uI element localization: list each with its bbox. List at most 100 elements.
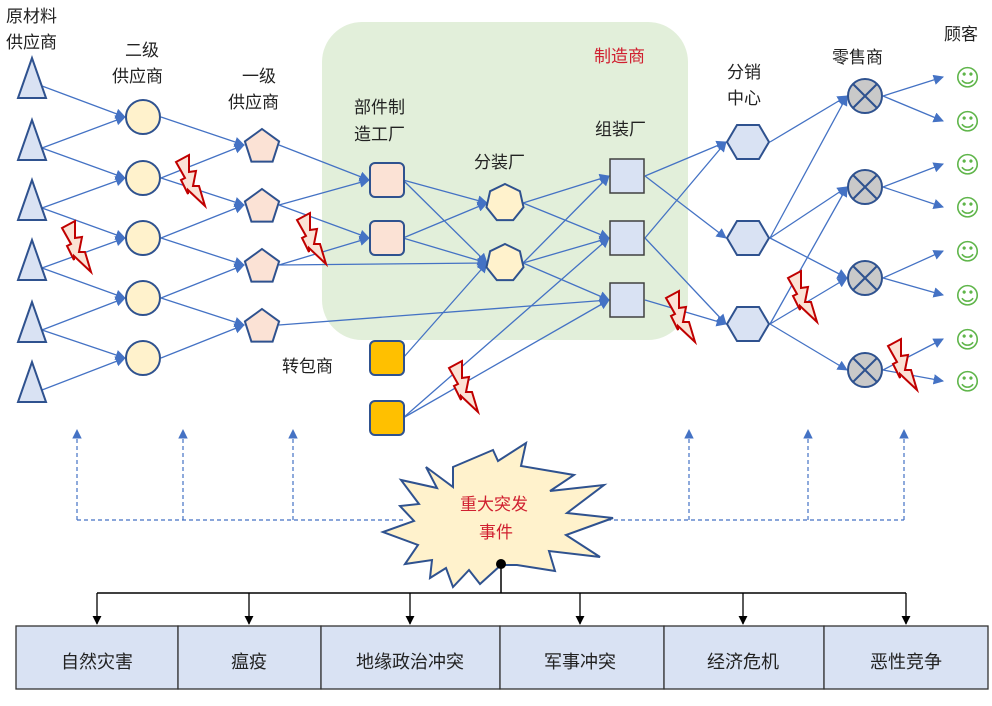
flow-edge [41,85,126,119]
subcontractor-node [369,340,405,376]
category-arrows [92,593,911,625]
flow-edge [522,173,610,204]
tier1-supplier-node [243,247,281,283]
flow-edge [882,74,944,97]
smiley-icon: ☺ [955,194,980,222]
label-subcontractor: 转包商 [282,357,333,377]
flow-edge [522,235,610,264]
raw-material-supplier-node [16,236,48,281]
event-starburst [380,440,614,589]
flow-edge [644,141,727,239]
distribution-center-node [725,124,771,160]
category-geopolitical-conflict: 地缘政治冲突 [356,652,464,673]
category-bar [15,625,989,690]
smiley-icon: ☺ [955,64,980,92]
flow-edge [769,237,848,279]
lightning-icon [295,211,329,268]
smiley-icon: ☺ [955,282,980,310]
flow-edge [278,204,370,240]
flow-edge [769,95,848,239]
smiley-icon: ☺ [955,151,980,179]
assembly-plant-node [609,282,645,318]
label-manufacturer: 制造商 [594,47,645,67]
label-assembly: 组装厂 [595,120,646,140]
disruptions [60,153,920,416]
flow-edge [644,237,727,325]
lightning-icon [447,359,481,416]
tier1-supplier-node [243,127,281,163]
flow-edge [522,175,610,264]
circled-x-icon [852,357,878,383]
label-raw-material-line1: 原材料 [6,7,57,27]
category-economic-crisis: 经济危机 [707,652,779,673]
flow-edge [769,95,848,143]
flow-edge [41,115,126,149]
flow-edge [278,144,370,182]
lightning-icon [664,289,698,346]
label-retailer: 零售商 [832,48,883,68]
lightning-icon [786,269,820,326]
flow-edge [402,237,488,266]
tier2-supplier-node [125,160,161,196]
flow-edge [41,296,126,331]
flow-edge [769,186,848,325]
flow-edge [882,162,944,188]
label-tier2-line1: 二级 [125,41,159,61]
category-box [15,625,179,690]
lightning-icon [60,219,94,276]
flow-edge [160,116,245,147]
flow-edge [402,262,488,359]
raw-material-supplier-node [16,116,48,161]
category-box [320,625,501,690]
raw-material-supplier-node [16,54,48,99]
category-box [823,625,989,690]
smiley-icon: ☺ [955,368,980,396]
flow-edge [41,267,126,300]
flow-edge [882,186,944,209]
flow-edge [402,179,489,206]
flow-edge [41,176,126,209]
label-raw-material-line2: 供应商 [6,33,57,53]
flow-edge [160,177,245,208]
assembly-plant-node [609,158,645,194]
assembly-plant-node [609,220,645,256]
label-component-line2: 造工厂 [354,125,405,145]
flow-edge [402,179,488,264]
flow-edge [522,202,610,240]
flow-edge [769,323,848,371]
category-military-conflict: 军事冲突 [544,652,616,673]
flow-edge [160,297,245,328]
impact-arrows [72,429,909,521]
flow-edge [278,235,370,266]
flow-edge [402,237,610,419]
flow-edge [41,147,126,180]
label-tier1-line1: 一级 [242,67,276,87]
flow-edge [160,203,245,239]
flow-edge [402,299,610,419]
label-dc-line1: 分销 [727,63,761,83]
circled-x-icon [852,83,878,109]
smiley-icon: ☺ [955,238,980,266]
label-component-line1: 部件制 [354,98,405,118]
flow-edge [882,95,944,123]
manufacturer-region [322,22,688,340]
nodes: ☺☺☺☺☺☺☺☺ [16,54,980,436]
category-box [177,625,322,690]
flow-edge [41,207,126,240]
label-customer: 顾客 [944,25,978,45]
tier1-supplier-node [243,187,281,223]
category-plague: 瘟疫 [231,652,267,673]
flow-edge [41,356,126,391]
smiley-icon: ☺ [955,326,980,354]
flow-edge [644,140,727,177]
flow-edge [160,323,245,359]
edges [41,74,945,419]
raw-material-supplier-node [16,176,48,221]
subassembly-plant-node [485,242,525,282]
category-natural-disaster: 自然灾害 [61,652,133,673]
tier2-supplier-node [125,220,161,256]
flow-edge [769,186,848,239]
tier2-supplier-node [125,99,161,135]
flow-edge [160,143,245,179]
